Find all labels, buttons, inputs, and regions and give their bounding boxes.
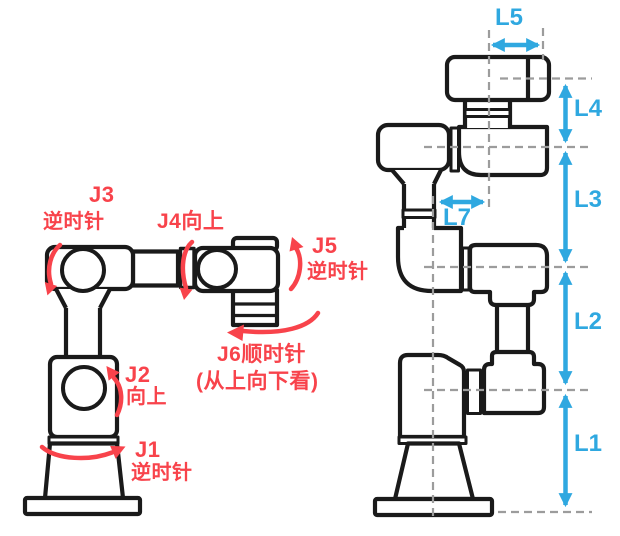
l7-dimension-label: L7 [443, 204, 472, 231]
left-robot-drawing [22, 235, 281, 517]
left-lower-arm-fill [66, 308, 100, 358]
left-elbow-joint-circle [60, 247, 106, 293]
j3-direction-label: 逆时针 [43, 211, 105, 233]
j6-rotation-arrow [227, 310, 321, 341]
left-upper-arm-link [130, 249, 181, 288]
l2-dimension-label: L2 [574, 308, 603, 335]
j6-joint-label: J6顺时针 [217, 343, 306, 366]
right-forearm-housing [467, 242, 550, 308]
j1-joint-label: J1 [135, 437, 161, 462]
j6-direction-label: (从上向下看) [196, 370, 319, 393]
left-lower-arm-edges [63, 308, 103, 358]
right-l2-link [494, 300, 531, 357]
j5-direction-label: 逆时针 [307, 261, 369, 283]
j4-rotation-arrow [179, 239, 195, 300]
l4-dimension-label: L4 [574, 95, 603, 122]
l5-dimension-label: L5 [495, 4, 524, 31]
right-tool-housing [444, 54, 552, 103]
j2-rotation-arrow [106, 366, 124, 418]
j2-direction-label: 向上 [126, 386, 167, 408]
right-wrist-step-fill [392, 170, 441, 184]
right-wrist-flange [449, 126, 460, 173]
right-wrist-step-edges [390, 168, 443, 186]
right-wrist-housing-right [456, 124, 550, 178]
j3-rotation-arrow [44, 242, 63, 296]
right-shoulder-flange [466, 368, 482, 415]
left-shoulder-joint-circle [61, 365, 107, 411]
left-elbow-step-fill [56, 289, 110, 308]
joint-rotation-arrows [39, 237, 321, 461]
dimension-arrows [438, 38, 573, 508]
j5-rotation-arrow [288, 237, 304, 292]
l3-dimension-label: L3 [574, 186, 603, 213]
right-l7-link-fill [404, 184, 434, 230]
right-tool-neck-flange [463, 108, 512, 118]
right-elbow-fill [398, 228, 461, 291]
l1-dimension-label: L1 [574, 430, 603, 457]
j3-joint-label: J3 [89, 182, 115, 207]
left-elbow-step-edges [54, 288, 112, 309]
left-wrist-joint-circle [196, 248, 238, 290]
dimension-guide-lines [424, 28, 592, 518]
j5-joint-label: J5 [312, 233, 338, 258]
j1-rotation-arrow [39, 444, 126, 461]
left-end-effector-rings [235, 302, 275, 318]
left-base-plate [22, 495, 143, 517]
right-robot-drawing [372, 54, 552, 518]
right-shoulder-joint-housing [481, 349, 547, 416]
left-end-effector [230, 287, 280, 328]
j1-direction-label: 逆时针 [131, 462, 193, 484]
right-elbow-outline [395, 225, 464, 294]
right-l7-link-flange [401, 208, 437, 219]
j4-joint-label: J4向上 [157, 210, 225, 233]
j2-joint-label: J2 [125, 362, 151, 387]
